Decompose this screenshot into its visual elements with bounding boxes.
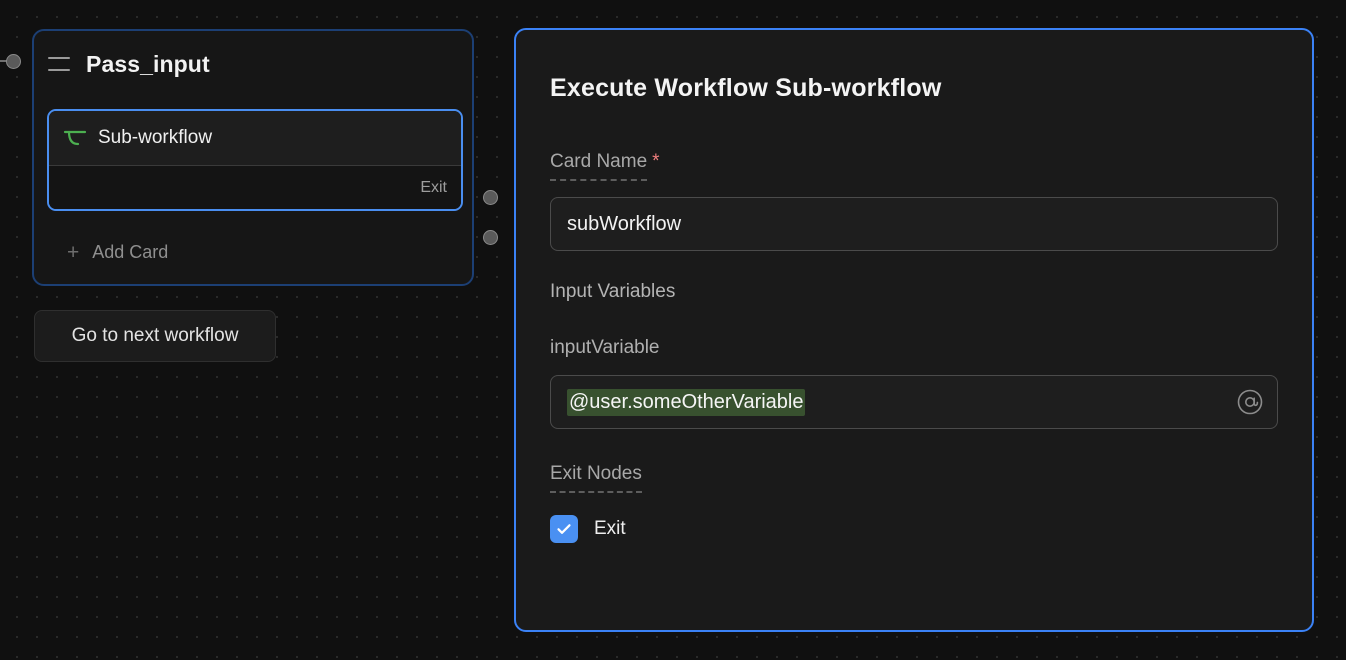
- node-output-handle-2[interactable]: [483, 230, 498, 245]
- input-variable-expression-field[interactable]: @user.someOtherVariable: [550, 375, 1278, 429]
- panel-title: Execute Workflow Sub-workflow: [550, 74, 942, 102]
- add-card-button[interactable]: + Add Card: [47, 231, 463, 273]
- card-exit-label: Exit: [420, 179, 447, 196]
- exit-nodes-section: Exit Nodes Exit: [550, 463, 1278, 543]
- workflow-node-pass-input[interactable]: Pass_input Sub-workflow Exit + Add Card: [32, 29, 474, 286]
- incoming-edge: [0, 60, 10, 62]
- required-asterisk: *: [652, 151, 660, 172]
- go-to-next-workflow-button[interactable]: Go to next workflow: [34, 310, 276, 362]
- node-input-handle[interactable]: [6, 54, 21, 69]
- check-icon: [557, 524, 571, 534]
- card-name-field-group: Card Name*: [550, 151, 1278, 251]
- sub-workflow-icon: [63, 130, 87, 146]
- exit-nodes-section-label: Exit Nodes: [550, 463, 642, 493]
- exit-node-label: Exit: [594, 518, 626, 539]
- input-variable-field-group: @user.someOtherVariable: [550, 375, 1278, 429]
- card-sub-workflow-label: Sub-workflow: [98, 127, 213, 148]
- card-name-input[interactable]: [550, 197, 1278, 251]
- plus-icon: +: [67, 240, 80, 264]
- card-sub-workflow-header[interactable]: Sub-workflow: [49, 111, 461, 166]
- workflow-node-header[interactable]: Pass_input: [34, 31, 472, 97]
- card-name-label: Card Name: [550, 151, 648, 181]
- input-variable-name-label: inputVariable: [550, 337, 660, 358]
- drag-handle-icon[interactable]: [48, 57, 70, 71]
- card-sub-workflow-exits: Exit: [49, 166, 461, 209]
- add-card-label: Add Card: [92, 241, 169, 262]
- input-variables-section-label: Input Variables: [550, 281, 676, 302]
- at-sign-icon[interactable]: [1236, 388, 1264, 416]
- exit-node-row[interactable]: Exit: [550, 515, 1278, 543]
- properties-panel: Execute Workflow Sub-workflow Card Name*…: [514, 28, 1314, 632]
- workflow-node-title: Pass_input: [86, 50, 210, 77]
- variable-token[interactable]: @user.someOtherVariable: [567, 388, 806, 416]
- card-sub-workflow[interactable]: Sub-workflow Exit: [47, 109, 463, 211]
- exit-node-checkbox[interactable]: [550, 515, 578, 543]
- node-output-handle-1[interactable]: [483, 190, 498, 205]
